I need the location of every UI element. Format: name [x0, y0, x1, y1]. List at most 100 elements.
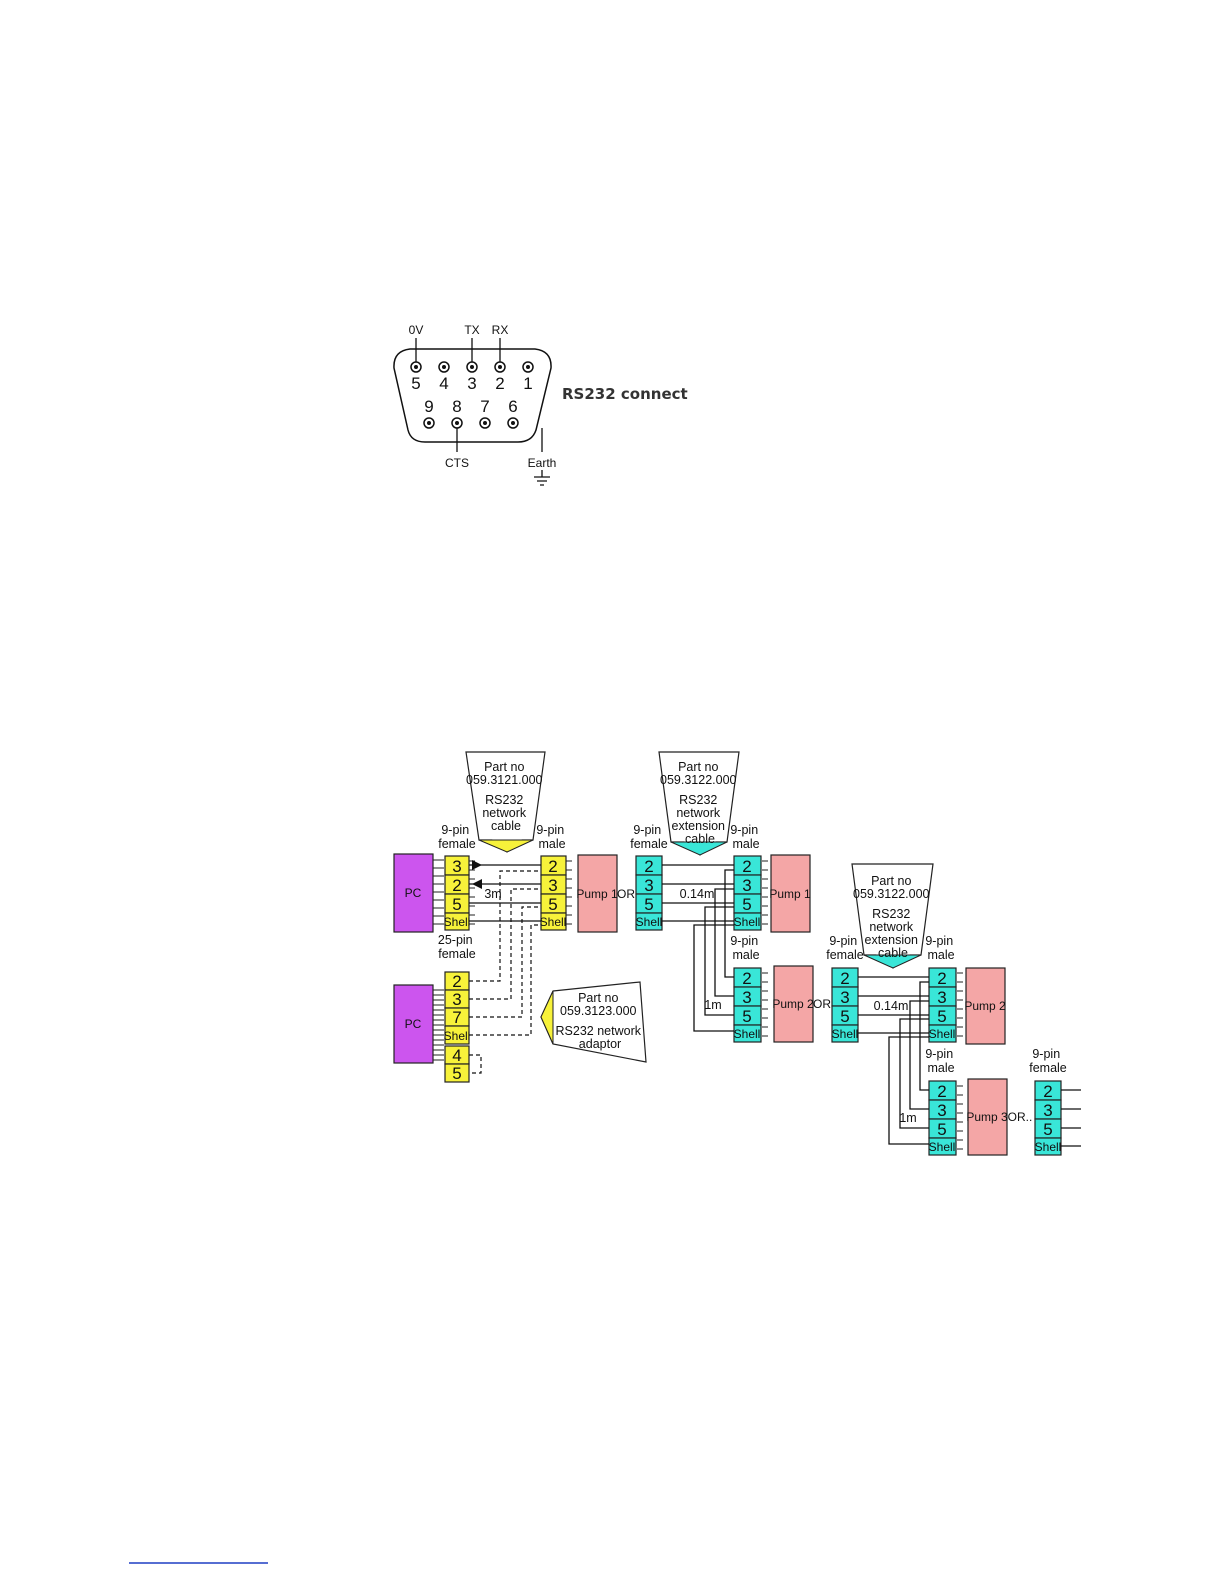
pin-label: Shell [734, 915, 761, 929]
connector-9pin-male-cable: 2 3 5 Shell [540, 855, 567, 931]
connector-header: female [1029, 1061, 1067, 1075]
pin-label: Shell [444, 1029, 471, 1043]
pin-label: 2 [1043, 1082, 1052, 1101]
connector-header: female [438, 947, 476, 961]
pump-1-block-alt: Pump 1 [769, 854, 811, 933]
label-cts: CTS [445, 456, 469, 470]
pin-label: 2 [644, 857, 653, 876]
pin-label: 5 [452, 1064, 461, 1083]
length-1m: 1m [899, 1111, 916, 1125]
callout-line: 059.3123.000 [560, 1004, 637, 1018]
svg-text:Part no 059.3122.000: Part no 059.3122.000 RS232 network exten… [853, 874, 933, 960]
callout-line: RS232 [679, 793, 717, 807]
callout-line: RS232 network [556, 1024, 642, 1038]
pin-label: Shell [832, 1027, 859, 1041]
connector-header: female [630, 837, 668, 851]
pin-hole-1 [522, 361, 534, 373]
connector-25pin-female: 2 3 7 Shell 4 5 [444, 971, 471, 1083]
pin-label: 5 [840, 1007, 849, 1026]
length-014m: 0.14m [874, 999, 909, 1013]
connector-header: female [826, 948, 864, 962]
callout-ext-cable-3122: Part no 059.3122.000 RS232 network exten… [658, 751, 740, 856]
pin-label: 2 [840, 969, 849, 988]
db9-top-holes [410, 361, 534, 373]
pin-number: 7 [480, 397, 489, 416]
pin-hole-7 [479, 417, 491, 429]
callout-line: cable [685, 832, 715, 846]
arrow-right-icon [472, 860, 482, 870]
connector-header: 9-pin [730, 823, 758, 837]
callout-line: 059.3121.000 [466, 773, 543, 787]
svg-text:Pump 2: Pump 2 [772, 997, 814, 1011]
pc-block-bottom: PC [393, 984, 434, 1064]
pin-label: 3 [548, 876, 557, 895]
svg-text:Pump 2: Pump 2 [964, 999, 1006, 1013]
svg-text:Pump 1: Pump 1 [769, 887, 811, 901]
ext-cable-wires-1 [662, 864, 734, 1032]
pin-label: 3 [644, 876, 653, 895]
callout-line: network [676, 806, 721, 820]
label-earth: Earth [528, 456, 557, 470]
pin-hole-2 [494, 361, 506, 373]
pin-hole-3 [466, 361, 478, 373]
pin-hole-5 [410, 361, 422, 373]
pin-label: Shell [1035, 1140, 1062, 1154]
db9-shell-outline [393, 348, 552, 443]
callout-line: 059.3122.000 [660, 773, 737, 787]
pin-number: 8 [452, 397, 461, 416]
pin-label: Shell [636, 915, 663, 929]
pin-label: 3 [937, 1101, 946, 1120]
db9-bottom-holes [423, 417, 519, 429]
pin-label: 3 [840, 988, 849, 1007]
pin-label: Shell [929, 1140, 956, 1154]
pump-2-block: Pump 2 [772, 965, 814, 1043]
pin-label: Shell [444, 915, 471, 929]
connector-cyan-female-1: 2 3 5 Shell [635, 855, 663, 931]
connector-header: female [438, 837, 476, 851]
callout-line: Part no [484, 760, 524, 774]
pin-label: 5 [452, 895, 461, 914]
pump-2-block-alt: Pump 2 [964, 967, 1006, 1045]
pin-label: 4 [452, 1046, 461, 1065]
ground-symbol-icon [534, 470, 550, 486]
svg-text:9-pin male: 9-pin male [925, 1047, 956, 1075]
pin-label: 3 [937, 988, 946, 1007]
callout-line: cable [491, 819, 521, 833]
length-014m: 0.14m [680, 887, 715, 901]
pin-label: Shell [540, 915, 567, 929]
svg-text:Pump 3: Pump 3 [966, 1110, 1008, 1124]
pin-label: 5 [1043, 1120, 1052, 1139]
arrow-left-icon [472, 879, 482, 889]
connector-header: 9-pin [730, 934, 758, 948]
pin-label: 5 [742, 1007, 751, 1026]
rs232-network-diagram: Part no 059.3121.000 RS232 network cable… [393, 751, 1081, 1156]
pin-label: 2 [937, 969, 946, 988]
connector-header: male [927, 948, 954, 962]
continuation-lines [1061, 1089, 1081, 1147]
length-3m: 3m [484, 887, 501, 901]
pin-label: Shell [734, 1027, 761, 1041]
svg-text:9-pin female: 9-pin female [1029, 1047, 1067, 1075]
connector-header: male [732, 948, 759, 962]
connector-cyan-male-2: 2 3 5 Shell [733, 967, 762, 1043]
svg-text:9-pin male: 9-pin male [925, 934, 956, 962]
callout-line: RS232 [485, 793, 523, 807]
connector-header: male [732, 837, 759, 851]
svg-text:9-pin female: 9-pin female [630, 823, 668, 851]
connector-header: 9-pin [1032, 1047, 1060, 1061]
pin-label: 7 [452, 1008, 461, 1027]
pin-label: 2 [742, 857, 751, 876]
pin-label: 5 [742, 895, 751, 914]
loopback-4-5 [469, 1054, 482, 1074]
callout-line: adaptor [579, 1037, 621, 1051]
svg-text:25-pin female: 25-pin female [438, 933, 476, 961]
svg-text:Part no 059.3123.000: Part no 059.3123.000 RS232 network adapt… [556, 991, 645, 1051]
callout-line: network [869, 920, 914, 934]
callout-line: extension [672, 819, 726, 833]
svg-text:9-pin male: 9-pin male [536, 823, 567, 851]
connector-header: 9-pin [441, 823, 469, 837]
callout-line: Part no [578, 991, 618, 1005]
svg-text:9-pin female: 9-pin female [826, 934, 864, 962]
or-label: OR [617, 887, 635, 901]
